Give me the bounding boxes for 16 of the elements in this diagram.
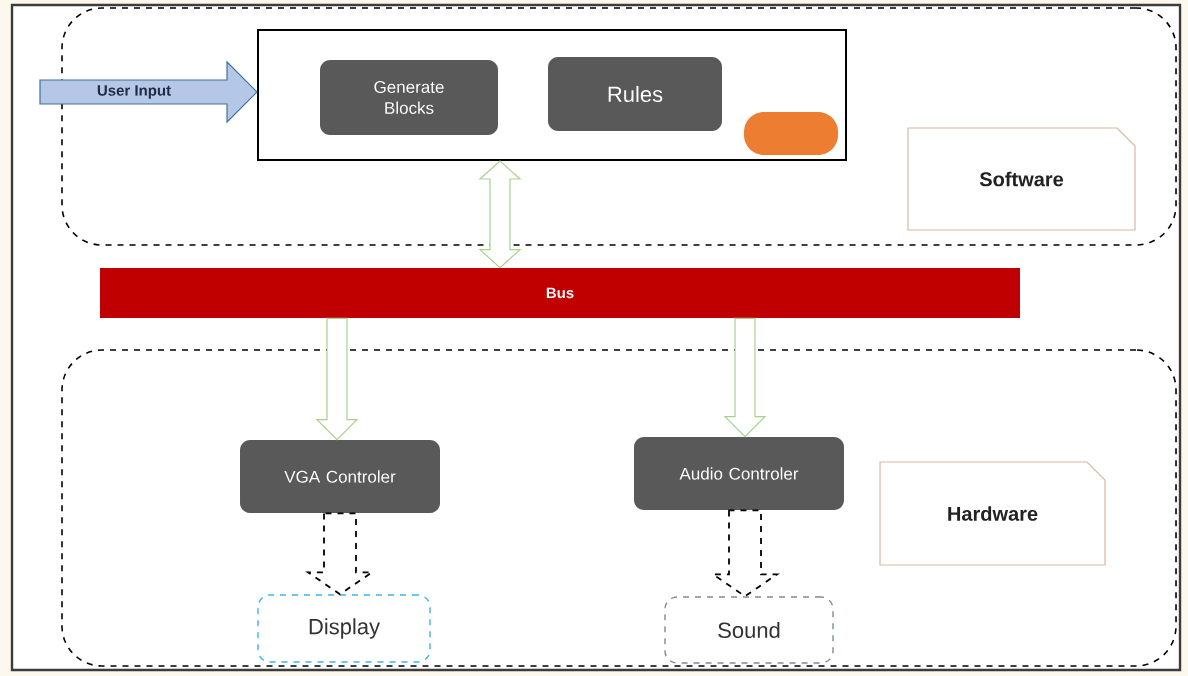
process-box: Audio Controler xyxy=(634,437,844,510)
process-box: Rules xyxy=(548,57,722,131)
processor-pill xyxy=(744,112,838,155)
process-box: VGA Controler xyxy=(240,440,440,513)
output-box: Sound xyxy=(664,596,834,664)
label-box: Hardware xyxy=(879,461,1106,566)
block-arrow xyxy=(478,160,522,269)
dashed-region xyxy=(61,349,1177,667)
bus-bar: Bus xyxy=(100,268,1020,318)
block-arrow xyxy=(315,317,359,441)
process-box: Generate Blocks xyxy=(320,60,498,135)
dashed-region xyxy=(61,7,1177,246)
label-box: Software xyxy=(907,127,1136,231)
edge-label: User Input xyxy=(94,83,174,101)
output-box: Display xyxy=(257,594,431,663)
block-arrow xyxy=(723,317,767,438)
